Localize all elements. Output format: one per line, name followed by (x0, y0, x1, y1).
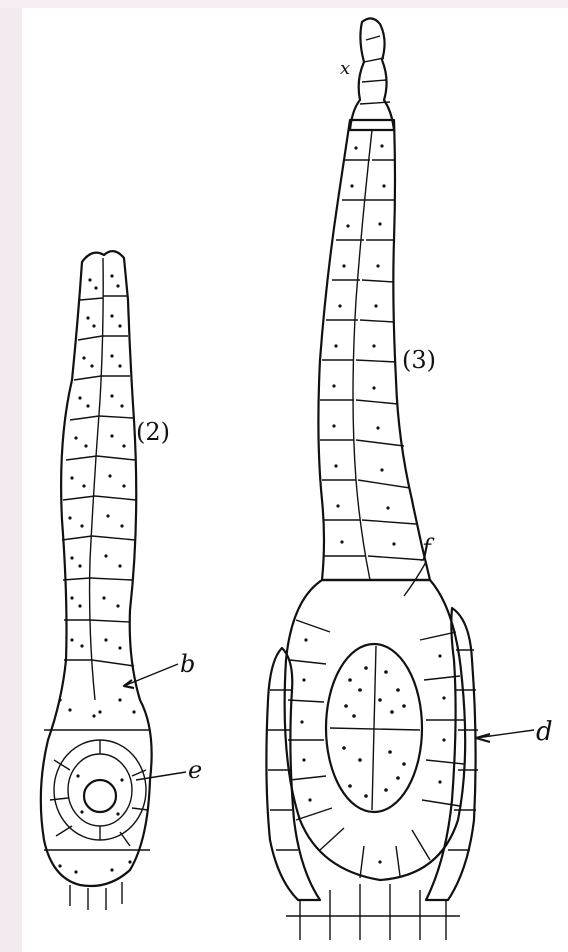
neck-center-wall-right (353, 130, 372, 580)
neck-center-wall-left (90, 258, 104, 700)
egg-nucleus-left (84, 780, 116, 812)
neck-tip-right (350, 18, 394, 130)
venter-left (44, 730, 150, 850)
label-e: e (188, 756, 202, 784)
label-b: b (180, 650, 195, 678)
panel-label-2: (2) (136, 418, 170, 446)
label-d: d (536, 717, 553, 747)
outer-sheath-left (266, 648, 320, 900)
neck-outline-left (41, 251, 152, 886)
base-cells-right (286, 884, 460, 940)
archegonium-mature (266, 18, 478, 940)
label-f: f (420, 534, 435, 562)
neck-cells-left (62, 296, 136, 666)
stipple-left (58, 274, 135, 873)
panel-label-3: (3) (402, 346, 436, 374)
label-x: x (340, 58, 350, 79)
leader-d (476, 730, 534, 738)
outer-sheath-right (426, 608, 476, 900)
archegonium-young (41, 251, 152, 910)
